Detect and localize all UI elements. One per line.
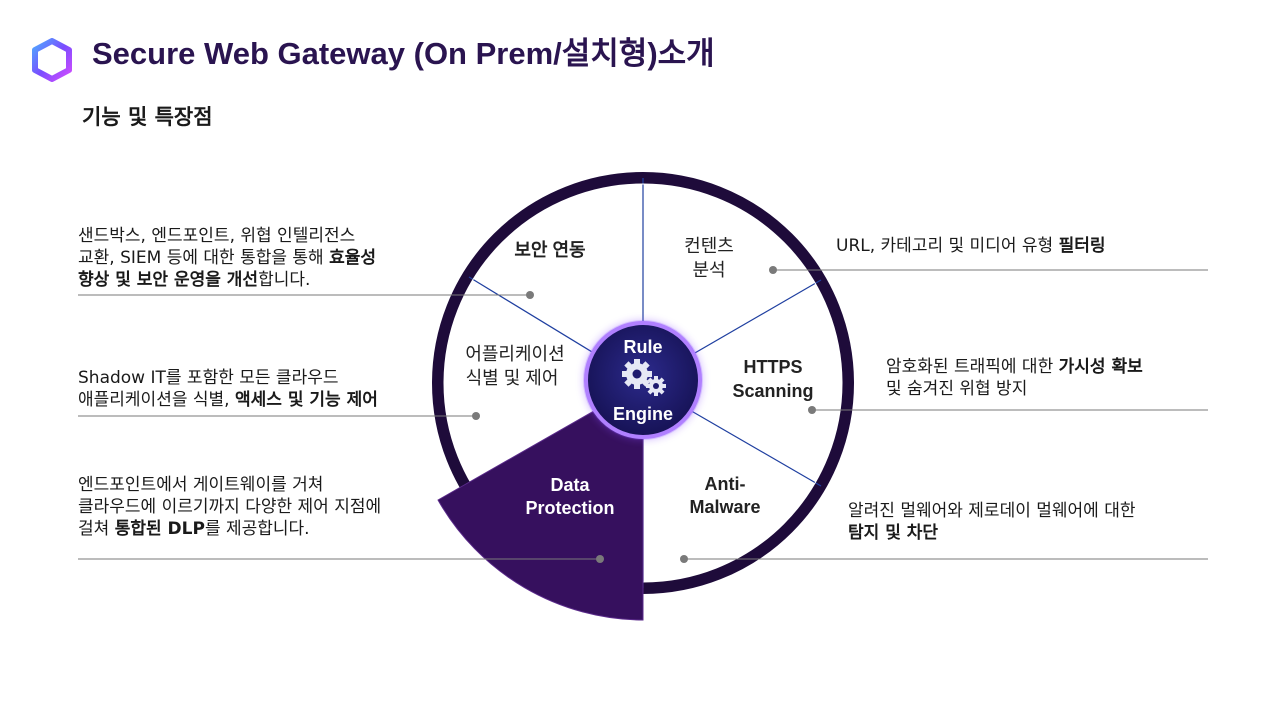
desc-data-protection: 엔드포인트에서 게이트웨이를 거쳐 클라우드에 이르기까지 다양한 제어 지점에… xyxy=(78,475,382,539)
desc-anti-malware: 알려진 멀웨어와 제로데이 멀웨어에 대한 탐지 및 차단 xyxy=(848,501,1136,543)
segment-label-content-2: 분석 xyxy=(692,260,725,280)
segment-label-https-1: HTTPS xyxy=(743,357,802,377)
rule-engine-label-bottom: Engine xyxy=(613,404,673,424)
gears-icon xyxy=(622,359,666,396)
company-logo-icon xyxy=(32,38,72,82)
segment-label-security-link: 보안 연동 xyxy=(514,240,585,260)
segment-label-app-control-2: 식별 및 제어 xyxy=(466,368,559,388)
section-subtitle: 기능 및 특장점 xyxy=(82,105,213,129)
desc-app-control: Shadow IT를 포함한 모든 클라우드 애플리케이션을 식별, 액세스 및… xyxy=(78,368,378,410)
segment-label-data-protection-2: Protection xyxy=(525,498,614,518)
segment-label-content-1: 컨텐츠 xyxy=(684,236,734,256)
page-title: Secure Web Gateway (On Prem/설치형)소개 xyxy=(92,36,715,71)
segment-label-https-2: Scanning xyxy=(732,381,813,401)
desc-security-link: 샌드박스, 엔드포인트, 위협 인텔리전스 교환, SIEM 등에 대한 통합을… xyxy=(78,226,377,290)
segment-label-anti-malware-1: Anti- xyxy=(705,474,746,494)
rule-engine-label-top: Rule xyxy=(623,337,662,357)
data-protection-segment xyxy=(437,382,644,621)
desc-https: 암호화된 트래픽에 대한 가시성 확보 및 숨겨진 위협 방지 xyxy=(886,357,1143,399)
segment-label-app-control-1: 어플리케이션 xyxy=(465,344,564,364)
segment-label-data-protection-1: Data xyxy=(550,475,590,495)
desc-content: URL, 카테고리 및 미디어 유형 필터링 xyxy=(836,236,1106,256)
segment-label-anti-malware-2: Malware xyxy=(689,497,760,517)
